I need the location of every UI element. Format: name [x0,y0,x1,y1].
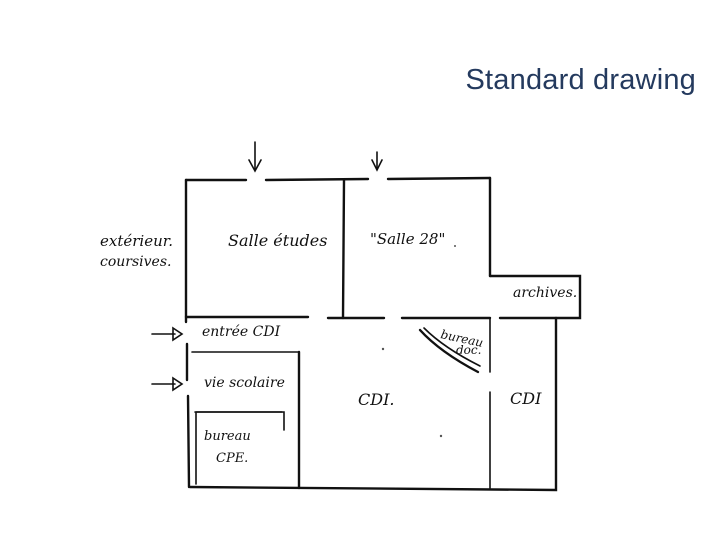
wall-left-lower [186,394,191,489]
bureau-doc-desk [418,328,480,374]
wall-top-right [386,176,492,181]
slide-title: Standard drawing [465,64,696,96]
label-cdi-center: CDI. [358,390,394,409]
wall-cdi-right [188,316,558,492]
wall-bureau-cpe [195,411,285,485]
arrow-right-icon [151,326,184,342]
arrow-down-icon [248,141,262,173]
label-bureau-cpe-line1: bureau [204,429,251,444]
ink-dot [381,347,385,351]
arrow-down-icon [371,151,383,172]
label-salle-28: "Salle 28" [370,230,445,248]
bureau-doc-desk-inner [423,327,481,367]
label-cdi-right: CDI [510,389,542,408]
label-bureau-cpe-line2: CPE. [216,451,248,466]
ink-dot [439,434,443,438]
label-exterieur: extérieur. [100,232,173,250]
wall-divider-rooms [341,178,346,320]
label-archives: archives. [513,285,577,301]
wall-top-middle [264,177,370,182]
wall-archives [488,274,582,320]
label-vie-scolaire: vie scolaire [204,375,285,391]
label-entree-cdi: entrée CDI [202,324,281,340]
arrow-right-icon [151,376,184,392]
label-bureau-doc-line2: doc. [456,343,481,357]
label-coursives: coursives. [100,254,171,270]
ink-dot [454,245,456,247]
label-salle-etudes: Salle études [228,231,327,250]
